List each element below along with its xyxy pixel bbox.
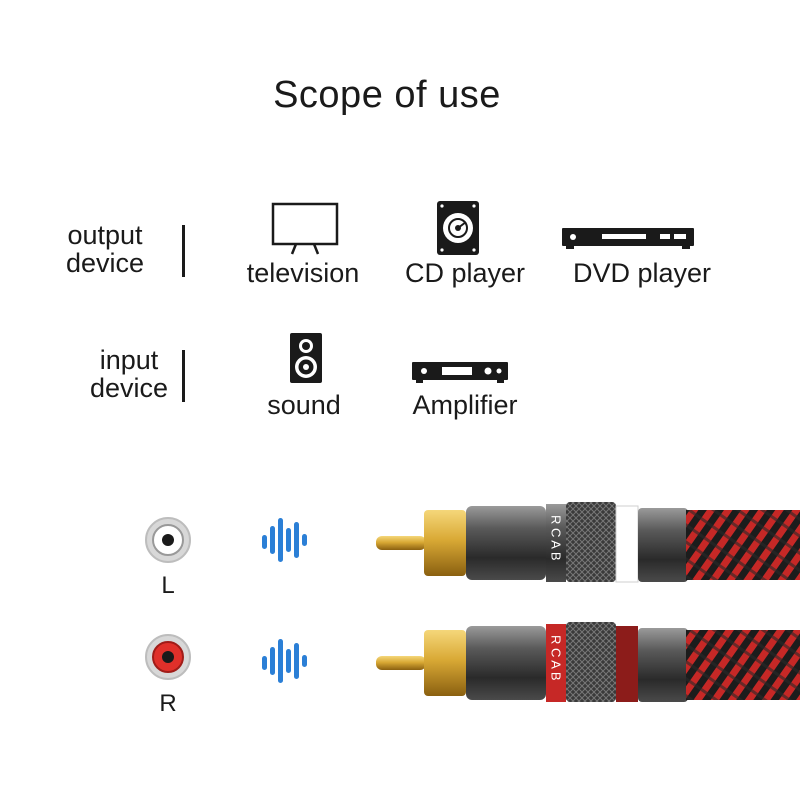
- output-device-label: output device: [50, 221, 160, 277]
- cd-player-icon: [437, 201, 479, 255]
- rca-plug-red: [376, 622, 800, 702]
- device-label-cd-player: CD player: [404, 258, 526, 288]
- device-label-sound: sound: [267, 390, 341, 420]
- sound-wave-icon-right: [262, 639, 307, 683]
- dvd-player-icon: [562, 228, 694, 249]
- device-label-amplifier: Amplifier: [412, 390, 518, 420]
- amplifier-icon: [412, 362, 508, 383]
- channel-label-left: L: [161, 572, 175, 599]
- output-divider: [182, 225, 185, 277]
- left-jack-icon: [145, 517, 191, 563]
- rca-plug-white: [376, 502, 800, 583]
- television-icon: [271, 202, 339, 255]
- cable-illustration: R C A B R C A B: [0, 470, 800, 800]
- page-title: Scope of use: [273, 74, 501, 116]
- sound-wave-icon-left: [262, 518, 307, 562]
- speaker-icon: [290, 333, 322, 383]
- input-divider: [182, 350, 185, 402]
- input-device-label: input device: [78, 346, 180, 402]
- input-device-label-line2: device: [89, 373, 169, 403]
- channel-label-right: R: [159, 690, 177, 717]
- device-label-dvd-player: DVD player: [572, 258, 712, 288]
- output-device-label-line1: output: [67, 220, 143, 250]
- right-jack-icon: [145, 634, 191, 680]
- output-device-label-line2: device: [65, 248, 145, 278]
- cable-print-white: R C A B: [549, 515, 564, 561]
- cable-print-red: R C A B: [549, 635, 564, 681]
- device-label-television: television: [246, 258, 360, 288]
- input-device-label-line1: input: [99, 345, 159, 375]
